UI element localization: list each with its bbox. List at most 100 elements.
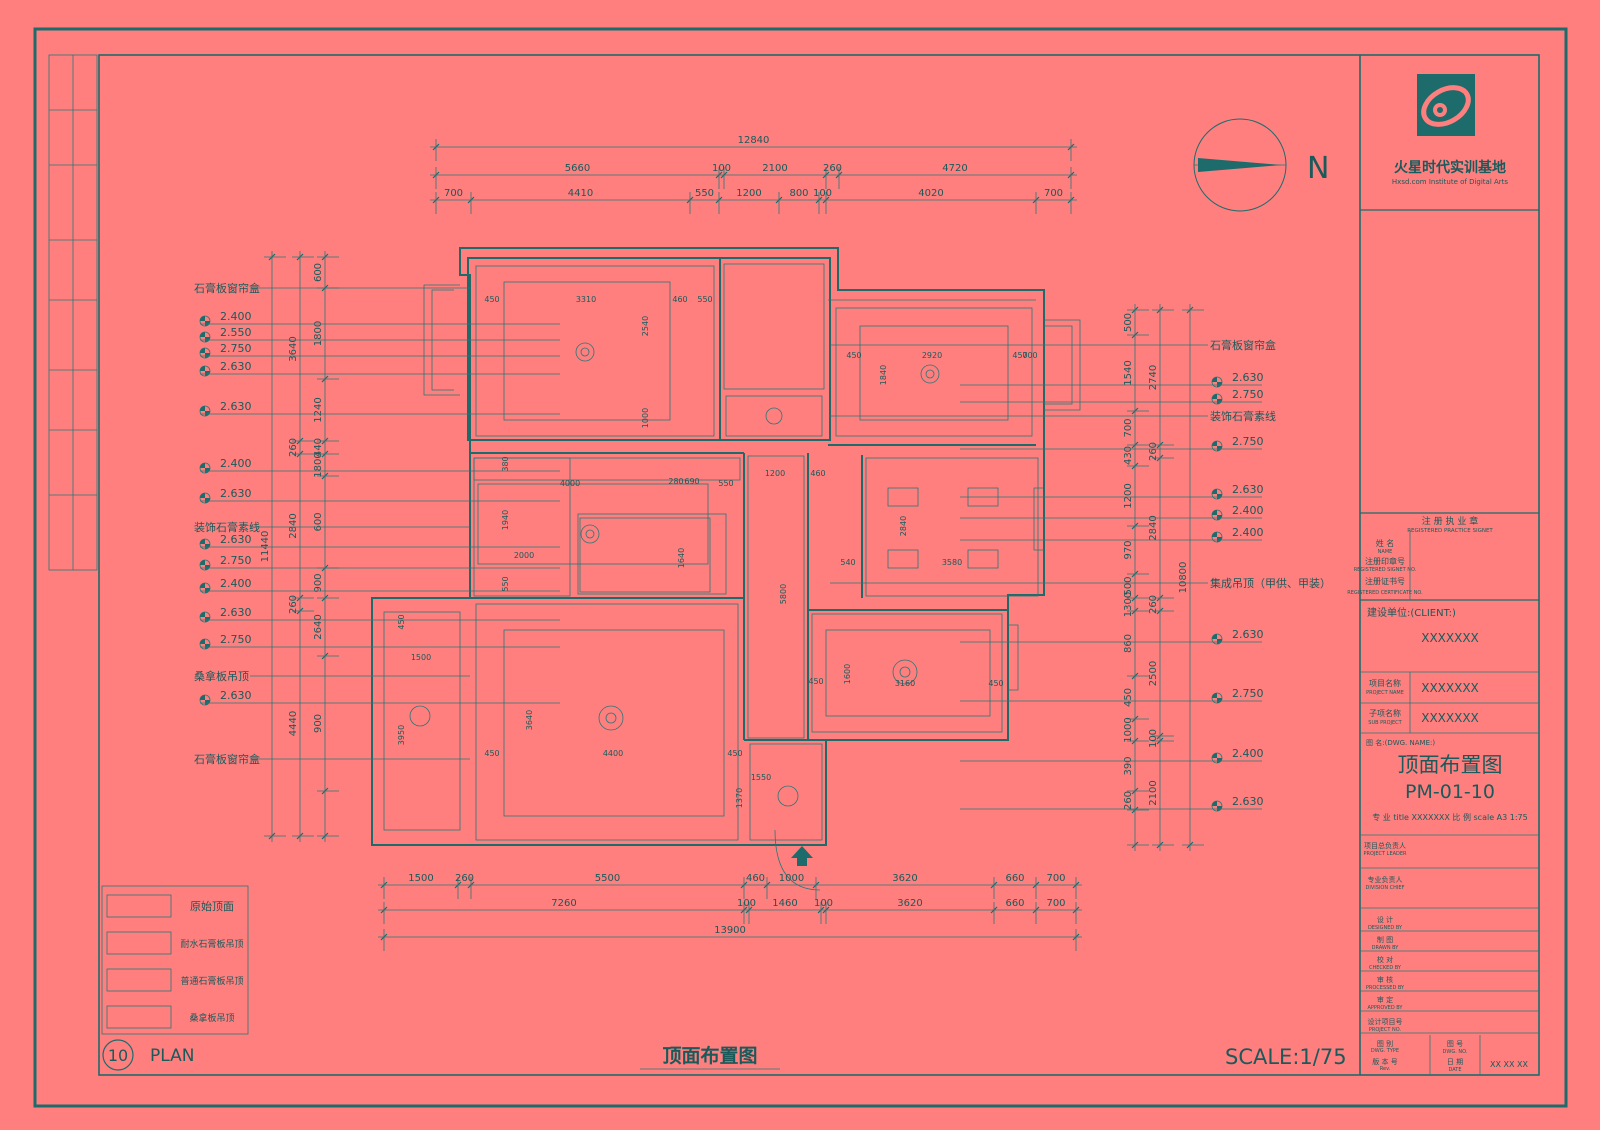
dimension-label: 100 — [814, 898, 833, 909]
role-label-en: PROJECT NO. — [1369, 1027, 1402, 1033]
dimension-label: 660 — [1005, 898, 1024, 909]
sub-project-label-en: SUB PROJECT — [1368, 720, 1402, 726]
dimension-label: 390 — [1123, 756, 1134, 775]
room-dimension-label: 1000 — [641, 408, 650, 428]
dimension-label: 1000 — [1123, 717, 1134, 742]
room-dimension-label: 460 — [810, 469, 825, 478]
dimension-label: 460 — [746, 873, 765, 884]
dimension-label: 660 — [1005, 873, 1024, 884]
plan-title: 顶面布置图 — [662, 1044, 757, 1067]
dimension-label: 2740 — [1148, 365, 1159, 390]
dimension-label: 900 — [313, 714, 324, 733]
room-dimension-label: 450 — [808, 677, 823, 686]
legend-label: 桑拿板吊顶 — [189, 1012, 234, 1024]
ceiling-level-label: 2.630 — [1232, 628, 1264, 641]
room-dimension-label: 3580 — [942, 558, 962, 567]
room-dimension-label: 3950 — [397, 725, 406, 745]
room-dimension-label: 280 — [668, 477, 683, 486]
dimension-label: 5500 — [595, 873, 620, 884]
dimension-label: 2840 — [288, 513, 299, 538]
drawing-scale: SCALE:1/75 — [1225, 1045, 1347, 1069]
ceiling-level-label: 2.550 — [220, 326, 252, 339]
role-label-en: DRAWN BY — [1372, 945, 1400, 951]
room-dimension-label: 2000 — [514, 551, 534, 560]
role-label: 项目总负责人 — [1364, 841, 1406, 850]
legend-label: 原始顶面 — [190, 899, 234, 913]
dimension-label: 1000 — [779, 873, 804, 884]
ceiling-level-label: 2.630 — [220, 360, 252, 373]
dimension-label: 3620 — [897, 898, 922, 909]
dimension-label: 4020 — [918, 188, 943, 199]
title-scale-line: 专 业 title XXXXXXX 比 例 scale A3 1:75 — [1372, 812, 1528, 822]
dimension-label: 600 — [313, 512, 324, 531]
room-dimension-label: 1600 — [843, 664, 852, 684]
room-dimension-label: 460 — [672, 295, 687, 304]
drawing-name: 顶面布置图 — [1398, 753, 1503, 777]
room-dimension-label: 5800 — [779, 584, 788, 604]
dimension-label: 550 — [695, 188, 714, 199]
room-dimension-label: 540 — [840, 558, 855, 567]
legend-swatch — [106, 968, 172, 992]
dimension-label: 2100 — [1148, 780, 1159, 805]
dimension-label: 440 — [313, 438, 324, 457]
dimension-label: 260 — [823, 163, 842, 174]
dimension-label: 100 — [813, 188, 832, 199]
ceiling-level-label: 2.750 — [1232, 388, 1264, 401]
ceiling-level-label: 2.750 — [220, 554, 252, 567]
ceiling-level-label: 2.400 — [220, 577, 252, 590]
dimension-label: 4410 — [568, 188, 593, 199]
project-name-label: 项目名称 — [1369, 678, 1401, 688]
room-dimension-label: 450 — [846, 351, 861, 360]
room-dimension-label: 450 — [727, 749, 742, 758]
room-dimension-label: 1370 — [735, 788, 744, 808]
bottom-row-label: 版 本 号 — [1372, 1057, 1397, 1066]
dimension-label: 2840 — [1148, 515, 1159, 540]
dimension-label: 800 — [789, 188, 808, 199]
plan-number: 10 — [108, 1046, 128, 1065]
room-dimension-label: 3640 — [525, 710, 534, 730]
floor-plan-walls — [371, 247, 1081, 846]
company-name-en: Hxsd.com Institute of Digital Arts — [1392, 178, 1509, 186]
dimension-label: 12840 — [738, 135, 770, 146]
role-label-en: APPROVED BY — [1367, 1005, 1403, 1011]
ceiling-level-label: 2.400 — [220, 457, 252, 470]
ceiling-level-label: 2.630 — [220, 606, 252, 619]
room-dimension-label: 4000 — [560, 479, 580, 488]
legend-swatch — [106, 1005, 172, 1029]
dimension-label: 430 — [1123, 446, 1134, 465]
ceiling-level-label: 2.400 — [1232, 747, 1264, 760]
dimension-label: 2500 — [1148, 661, 1159, 686]
reg-cert-label: 注册证书号 — [1365, 576, 1405, 586]
dimension-label: 450 — [1123, 688, 1134, 707]
room-dimension-label: 550 — [697, 295, 712, 304]
room-dimension-label: 3160 — [895, 679, 915, 688]
role-label-en: PROJECT LEADER — [1363, 851, 1407, 857]
room-dimension-label: 4400 — [603, 749, 623, 758]
room-dimension-label: 450 — [1012, 351, 1027, 360]
role-label-en: DESIGNED BY — [1368, 925, 1403, 931]
legend-label: 耐水石膏板吊顶 — [180, 938, 243, 950]
legend-label: 普通石膏板吊顶 — [180, 975, 243, 987]
room-dimension-label: 2920 — [922, 351, 942, 360]
dimension-label: 700 — [1046, 873, 1065, 884]
dimension-label: 860 — [1123, 634, 1134, 653]
annotation-label: 装饰石膏素线 — [1210, 409, 1276, 423]
dimension-label: 700 — [1044, 188, 1063, 199]
dimension-label: 260 — [288, 595, 299, 614]
ceiling-level-label: 2.400 — [220, 310, 252, 323]
legend-swatch — [106, 894, 172, 918]
client-label: 建设单位:(CLIENT:) — [1367, 606, 1456, 619]
role-label-en: PROCESSED BY — [1366, 985, 1405, 991]
dimension-label: 100 — [1148, 729, 1159, 748]
room-dimension-label: 450 — [484, 749, 499, 758]
annotation-label: 集成吊顶（甲供、甲装） — [1210, 576, 1331, 590]
legend-swatch — [106, 931, 172, 955]
north-arrow: N — [1193, 118, 1329, 212]
bottom-row-label-en: DWG. TYPE — [1371, 1048, 1399, 1054]
drawing-number: PM-01-10 — [1405, 781, 1495, 803]
ceiling-level-label: 2.400 — [1232, 504, 1264, 517]
dimension-label: 260 — [1148, 595, 1159, 614]
